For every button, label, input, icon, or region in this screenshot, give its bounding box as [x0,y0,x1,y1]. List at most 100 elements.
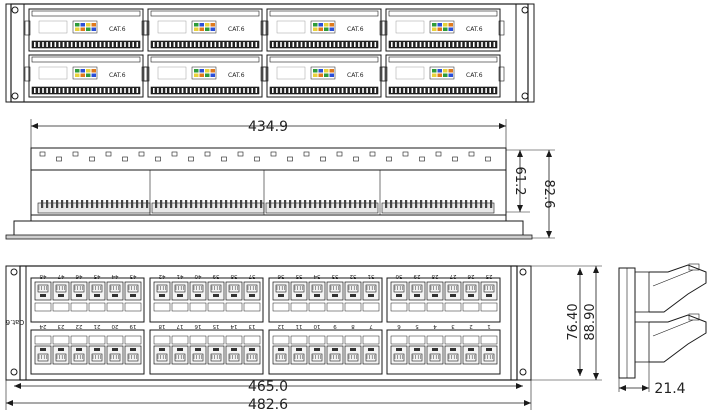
punch-down-slot [468,88,471,93]
module-top-strip [31,10,141,17]
port-label-window [153,302,171,312]
port-label-window [171,302,189,312]
port-label-window [124,335,142,345]
module-top-strip [388,10,498,17]
rj45-opening [429,284,441,293]
idc-tooth [309,200,312,208]
idc-tooth [294,200,297,208]
punch-down-slot [345,42,348,47]
idc-tooth [111,200,114,208]
rear-panel-outline [10,3,529,103]
rj45-latch [130,348,136,351]
punch-down-slot [124,42,126,47]
idc-tooth [329,200,332,208]
punch-down-slot [58,42,61,47]
port-label-window [480,335,498,345]
idc-tooth [205,200,208,208]
rj45-port [106,345,124,365]
rj45-opening [37,284,49,293]
idc-tooth [131,200,134,208]
top-view-slots [39,151,491,162]
wiring-color-swatch [199,27,204,31]
punch-down-slot [296,88,299,93]
rj45-opening [73,284,85,293]
punch-down-slot [329,88,331,93]
idc-tooth [299,200,302,208]
wiring-color-swatch [313,23,318,27]
punch-down-slot [87,42,89,47]
module-cat-label: CAT.6 [228,72,245,79]
idc-tooth [269,200,272,208]
idc-tooth [240,200,243,208]
port-label-window [444,335,462,345]
punch-down-slot [66,88,69,93]
rj45-latch [332,348,338,351]
dim-arrow [593,266,599,273]
dim-arrow [6,400,13,406]
mount-hole [11,92,19,100]
idc-tooth [364,200,367,208]
idc-tooth [289,200,292,208]
punch-down-slot [243,88,245,93]
vent-slot [171,151,178,157]
punch-down-slot [99,88,102,93]
idc-tooth [56,200,59,208]
front-module [268,329,383,375]
punch-down-slot [153,42,155,47]
module-clip [24,20,31,36]
wiring-color-swatch [210,69,215,73]
punch-down-slot [206,88,208,93]
idc-tooth [395,200,398,208]
dim-arrow [516,383,523,389]
idc-tooth [400,200,403,208]
wiring-color-swatch [318,23,323,27]
side-bracket-upper [649,264,707,313]
port-label-window [52,302,70,312]
punch-down-slot [169,42,171,47]
dim-height-inner: 61.2 [512,167,527,196]
rj45-port [444,345,462,365]
punch-down-slot [313,42,315,47]
rj45-latch [296,348,302,351]
punch-down-slot [87,88,89,93]
punch-down-slot [354,88,356,93]
dim-front-height-outer: 88.90 [583,303,598,340]
idc-tooth [71,200,74,208]
idc-tooth [304,200,307,208]
rj45-port [480,345,498,365]
rj45-opening [293,284,305,293]
port-number: 7 [369,323,373,329]
rj45-opening [275,284,287,293]
rj45-latch [94,348,100,351]
wiring-color-swatch [91,23,96,27]
wiring-color-swatch [194,73,199,77]
punch-down-slot [440,42,442,47]
punch-down-slot [58,88,61,93]
wiring-color-swatch [210,73,215,77]
idc-tooth [220,200,223,208]
rj45-opening [127,284,139,293]
punch-down-slot [91,42,93,47]
wiring-color-swatch [432,73,437,77]
idc-tooth [126,200,129,208]
side-clip [688,313,700,321]
wiring-color-swatch [313,69,318,73]
front-panel-outline [19,265,518,381]
punch-down-slot [120,42,122,47]
port-label-window [326,302,344,312]
idc-tooth [165,200,168,208]
rj45-opening [228,284,240,293]
punch-down-slot [157,88,159,93]
wiring-color-swatch [205,27,210,31]
punch-down-slot [407,42,409,47]
rj45-opening [483,353,495,362]
idc-tooth [91,200,94,208]
punch-down-slot [62,42,65,47]
port-number: 48 [39,273,46,279]
punch-down-slot [288,88,290,93]
punch-down-slot [362,42,364,47]
wiring-color-swatch [437,73,442,77]
rj45-latch [58,348,64,351]
module-top-strip [388,56,498,63]
idc-tooth [460,200,463,208]
